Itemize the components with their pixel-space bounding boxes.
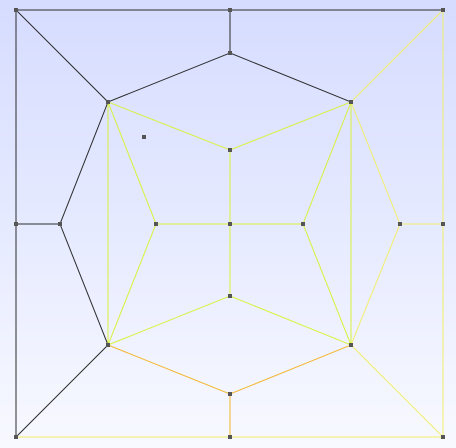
mesh-node-right: [398, 222, 402, 226]
mesh-edge-ur-cright: [302, 101, 352, 225]
mesh-edge-bottom-lr: [229, 344, 352, 395]
mesh-edge-tr-ur: [350, 9, 444, 103]
mesh-node-tm: [228, 8, 232, 12]
mesh-edge-bl-ll: [15, 344, 109, 438]
mesh-node-bl: [14, 435, 18, 439]
mesh-node-cleft: [154, 222, 158, 226]
mesh-edge-br-lr: [350, 344, 444, 438]
mesh-edge-cright-lr: [302, 223, 352, 346]
mesh-edge-cleft-ll: [107, 223, 157, 346]
mesh-edge-right-lr: [350, 223, 401, 346]
mesh-edge-ll-cbottom: [107, 295, 231, 346]
mesh-node-mr: [441, 222, 445, 226]
mesh-node-bottom: [228, 392, 232, 396]
mesh-node-bm: [228, 435, 232, 439]
mesh-edge-ul-cleft: [107, 101, 157, 225]
mesh-node-cbottom: [228, 294, 232, 298]
mesh-edges: [15, 9, 444, 438]
mesh-node-stray: [142, 135, 146, 139]
mesh-edge-ur-right: [350, 101, 401, 225]
mesh-node-lr: [349, 343, 353, 347]
mesh-nodes: [14, 8, 445, 439]
mesh-edge-topIn-ur: [229, 52, 352, 103]
mesh-node-center: [228, 222, 232, 226]
mesh-node-left: [58, 222, 62, 226]
mesh-node-ul: [106, 100, 110, 104]
mesh-node-topIn: [228, 51, 232, 55]
mesh-edge-ul-left: [59, 101, 109, 225]
mesh-edge-cbottom-lr: [229, 295, 352, 346]
mesh-edge-tl-ul: [15, 9, 109, 103]
mesh-node-tl: [14, 8, 18, 12]
mesh-node-ml: [14, 222, 18, 226]
mesh-node-ll: [106, 343, 110, 347]
mesh-edge-left-ll: [59, 223, 109, 346]
mesh-edge-ul-ctop: [107, 101, 231, 151]
mesh-node-tr: [441, 8, 445, 12]
mesh-edge-ul-topIn: [107, 52, 231, 103]
mesh-node-ur: [349, 100, 353, 104]
mesh-edge-ctop-ur: [229, 101, 352, 151]
mesh-node-br: [441, 435, 445, 439]
mesh-edge-ll-bottom: [107, 344, 231, 395]
mesh-node-cright: [301, 222, 305, 226]
mesh-node-ctop: [228, 148, 232, 152]
